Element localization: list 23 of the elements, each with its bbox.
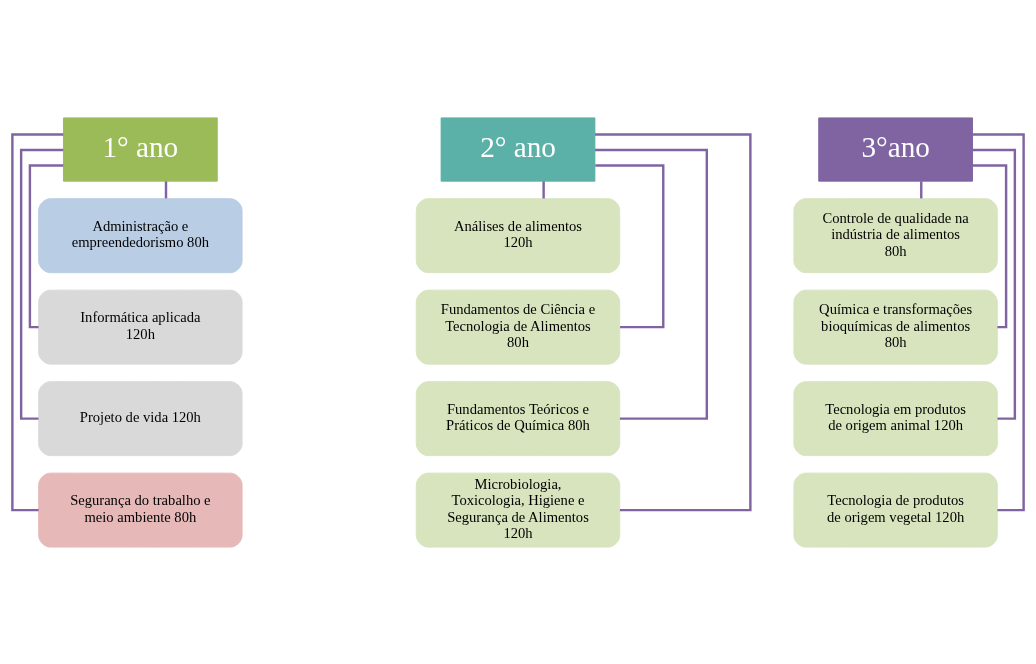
node-box: Informática aplicada 120h [38,289,243,365]
connector [972,132,1025,511]
node-box: Fundamentos de Ciência e Tecnologia de Alimentos 80h [415,289,621,365]
connector [542,180,545,198]
node-box: Química e transformações bioquímicas de alimentos 80h [793,289,998,365]
connector [595,163,665,328]
node-box: Projeto de vida 120h [38,380,243,456]
node-box: 1° ano [63,116,218,182]
connector [972,163,1008,328]
connector [595,132,752,511]
node-box: Controle de qualidade na indústria de alimentos 80h [793,197,998,273]
node-box: Tecnologia em produtos de origem animal 120h [793,380,998,456]
node-box: Análises de alimentos 120h [415,197,621,273]
node-box: Segurança do trabalho e meio ambiente 80h [38,472,243,548]
node-box: 3°ano [818,116,973,182]
node-box: Tecnologia de produtos de origem vegetal 120h [793,472,998,548]
connector [11,132,64,511]
node-box: 2° ano [440,116,596,182]
node-box: Administração e empreendedorismo 80h [38,197,243,273]
connector [28,163,64,328]
node-box: Fundamentos Teóricos e Práticos de Química 80h [415,380,621,456]
connector [595,148,709,420]
node-box: Microbiologia, Toxicologia, Higiene e Segurança de Alimentos 120h [415,472,621,548]
